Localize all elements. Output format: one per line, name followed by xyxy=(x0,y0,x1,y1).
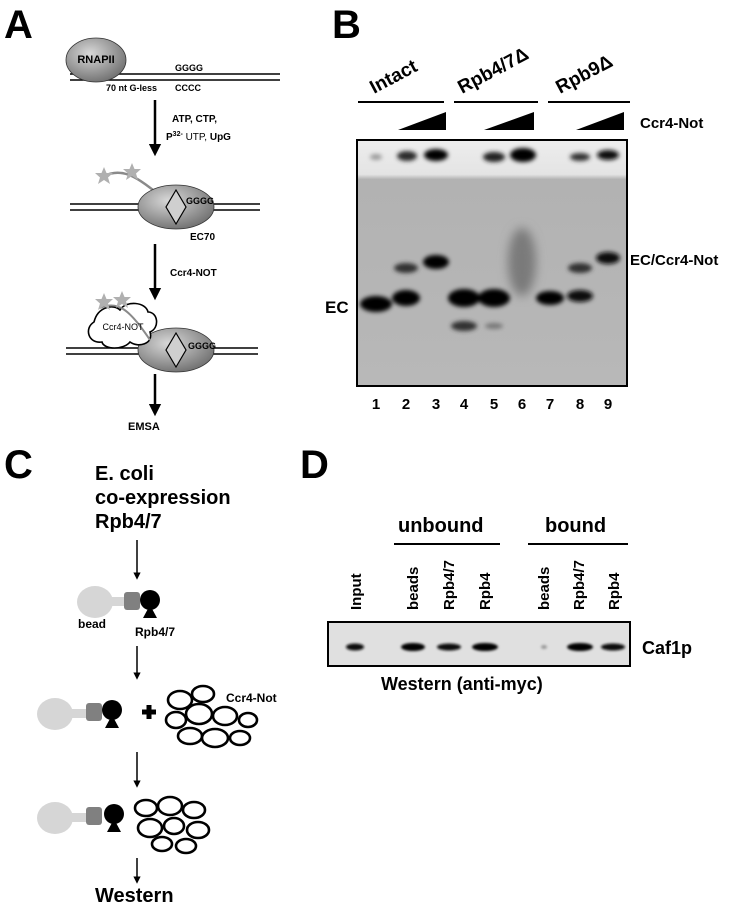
titration-label: Ccr4-Not xyxy=(640,115,703,132)
lane-number: 4 xyxy=(460,396,469,413)
lane-number: 8 xyxy=(576,396,584,413)
panel-b: B Intact Rpb4/7Δ Rpb9Δ Ccr4-Not xyxy=(325,3,718,413)
emsa-gel xyxy=(356,139,628,387)
band-label-ec: EC xyxy=(325,298,349,317)
group-label-rpb47: Rpb4/7Δ xyxy=(454,44,532,99)
panel-d-letter: D xyxy=(300,443,329,487)
lane-number: 6 xyxy=(518,396,526,413)
plus-sign xyxy=(142,705,156,719)
ccr4-not-cloud xyxy=(87,302,158,349)
ccr4-not-cloud-label: Ccr4-NOT xyxy=(103,322,144,332)
panel-b-letter: B xyxy=(332,3,361,47)
rnapii-template: RNAPII GGGG CCCC 70 nt G-less xyxy=(65,37,280,93)
panel-a-letter: A xyxy=(4,3,33,47)
lane-number: 2 xyxy=(402,396,410,413)
group-label-intact: Intact xyxy=(366,56,421,99)
bead-shape xyxy=(77,586,113,618)
nucleotides-line2: P32- UTP, UpG xyxy=(166,131,231,143)
lane-labels: Input beads Rpb4/7 Rpb4 beads Rpb4/7 Rpb… xyxy=(348,560,623,610)
coexpression-line-2: co-expression xyxy=(95,487,231,509)
titration-wedge-rpb9 xyxy=(576,112,624,130)
lane-numbers: 1 2 3 4 5 6 7 8 9 xyxy=(372,396,612,413)
method-label: Western (anti-myc) xyxy=(381,674,543,694)
group-label-bound: bound xyxy=(545,515,606,537)
lane-label-rpb4-bound: Rpb4 xyxy=(606,572,623,610)
coexpression-line-3: Rpb4/7 xyxy=(95,511,162,533)
ccr4-not-step-label: Ccr4-NOT xyxy=(170,268,217,279)
rnapii-blob xyxy=(65,37,127,83)
protein-label: Caf1p xyxy=(642,638,692,658)
lane-label-rpb4-unbound: Rpb4 xyxy=(477,572,494,610)
bead-label: bead xyxy=(78,617,106,631)
ccr4not-label: Ccr4-Not xyxy=(226,691,277,705)
bead-plus-ccr4not: Ccr4-Not xyxy=(37,684,277,749)
gggg-label: GGGG xyxy=(175,63,203,73)
lane-number: 5 xyxy=(490,396,498,413)
titration-wedge-intact xyxy=(398,112,446,130)
gggg-label-3: GGGG xyxy=(188,341,216,351)
band-label-complex: EC/Ccr4-Not xyxy=(630,252,718,269)
ec70-complex: GGGG EC70 xyxy=(70,163,260,243)
label-star-1 xyxy=(95,167,113,184)
lane-number: 7 xyxy=(546,396,554,413)
panel-c: C E. coli co-expression Rpb4/7 bead Rpb4… xyxy=(4,443,277,907)
group-label-rpb9: Rpb9Δ xyxy=(552,51,616,98)
lane-label-beads-bound: beads xyxy=(536,567,553,610)
western-label: Western xyxy=(95,885,174,907)
lane-number: 9 xyxy=(604,396,612,413)
panel-c-letter: C xyxy=(4,443,33,487)
ccr4not-subunits xyxy=(164,684,259,749)
bead-rpb47: bead Rpb4/7 xyxy=(77,586,175,639)
panel-d: D unbound bound Input beads Rpb4/7 Rpb4 … xyxy=(300,443,692,694)
rnapii-label: RNAPII xyxy=(77,54,114,66)
titration-wedge-rpb47 xyxy=(484,112,534,130)
rpb47-label: Rpb4/7 xyxy=(135,625,175,639)
ec-ccr4not-complex: GGGG Ccr4-NOT xyxy=(66,291,258,373)
lane-label-rpb47-bound: Rpb4/7 xyxy=(571,560,588,610)
nucleotides-line1: ATP, CTP, xyxy=(172,114,217,125)
bound-complex xyxy=(37,795,211,855)
emsa-label: EMSA xyxy=(128,421,160,433)
panel-a: A RNAPII GGGG CCCC 70 nt G-less ATP, CTP… xyxy=(4,3,280,433)
ec70-label: EC70 xyxy=(190,232,215,243)
cccc-label: CCCC xyxy=(175,83,201,93)
group-label-unbound: unbound xyxy=(398,515,484,537)
gggg-label-2: GGGG xyxy=(186,196,214,206)
g-less-label: 70 nt G-less xyxy=(106,83,157,93)
lane-label-rpb47-unbound: Rpb4/7 xyxy=(441,560,458,610)
lane-label-input: Input xyxy=(348,573,365,610)
lane-label-beads-unbound: beads xyxy=(405,567,422,610)
lane-number: 1 xyxy=(372,396,380,413)
coexpression-line-1: E. coli xyxy=(95,463,154,485)
western-blot xyxy=(327,621,631,667)
lane-number: 3 xyxy=(432,396,440,413)
